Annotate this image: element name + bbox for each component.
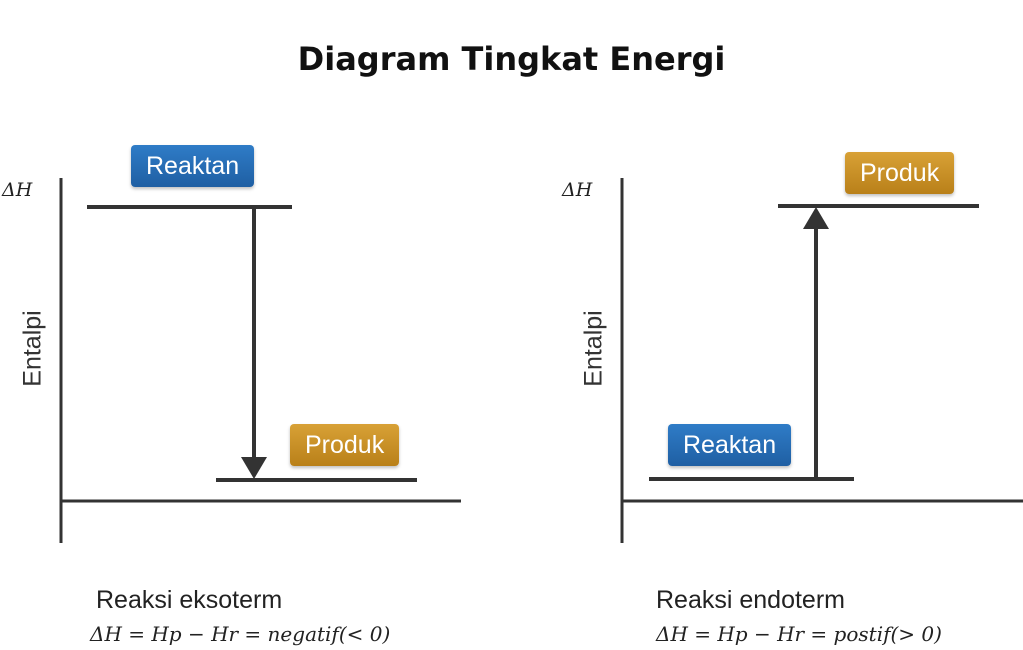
left-reactant-badge: Reaktan <box>131 145 255 187</box>
left-y-axis-label: Entalpi <box>18 310 47 387</box>
left-product-badge: Produk <box>290 424 400 466</box>
page-title: Diagram Tingkat Energi <box>297 40 726 78</box>
right-product-badge: Produk <box>845 152 955 194</box>
right-reactant-badge: Reaktan <box>668 424 792 466</box>
left-axis-symbol: ΔH <box>2 179 33 201</box>
left-formula: ΔH = Hp − Hr = negatif(< 0) <box>90 622 391 646</box>
left-enthalpy-arrowhead <box>241 457 267 479</box>
endothermic-diagram <box>620 178 1023 543</box>
right-enthalpy-arrowhead <box>803 207 829 229</box>
right-caption: Reaksi endoterm <box>656 586 845 614</box>
exothermic-diagram <box>59 178 461 543</box>
left-caption: Reaksi eksoterm <box>96 586 283 614</box>
right-axis-symbol: ΔH <box>562 179 593 201</box>
right-y-axis-label: Entalpi <box>579 310 608 387</box>
right-formula: ΔH = Hp − Hr = postif(> 0) <box>656 622 942 646</box>
